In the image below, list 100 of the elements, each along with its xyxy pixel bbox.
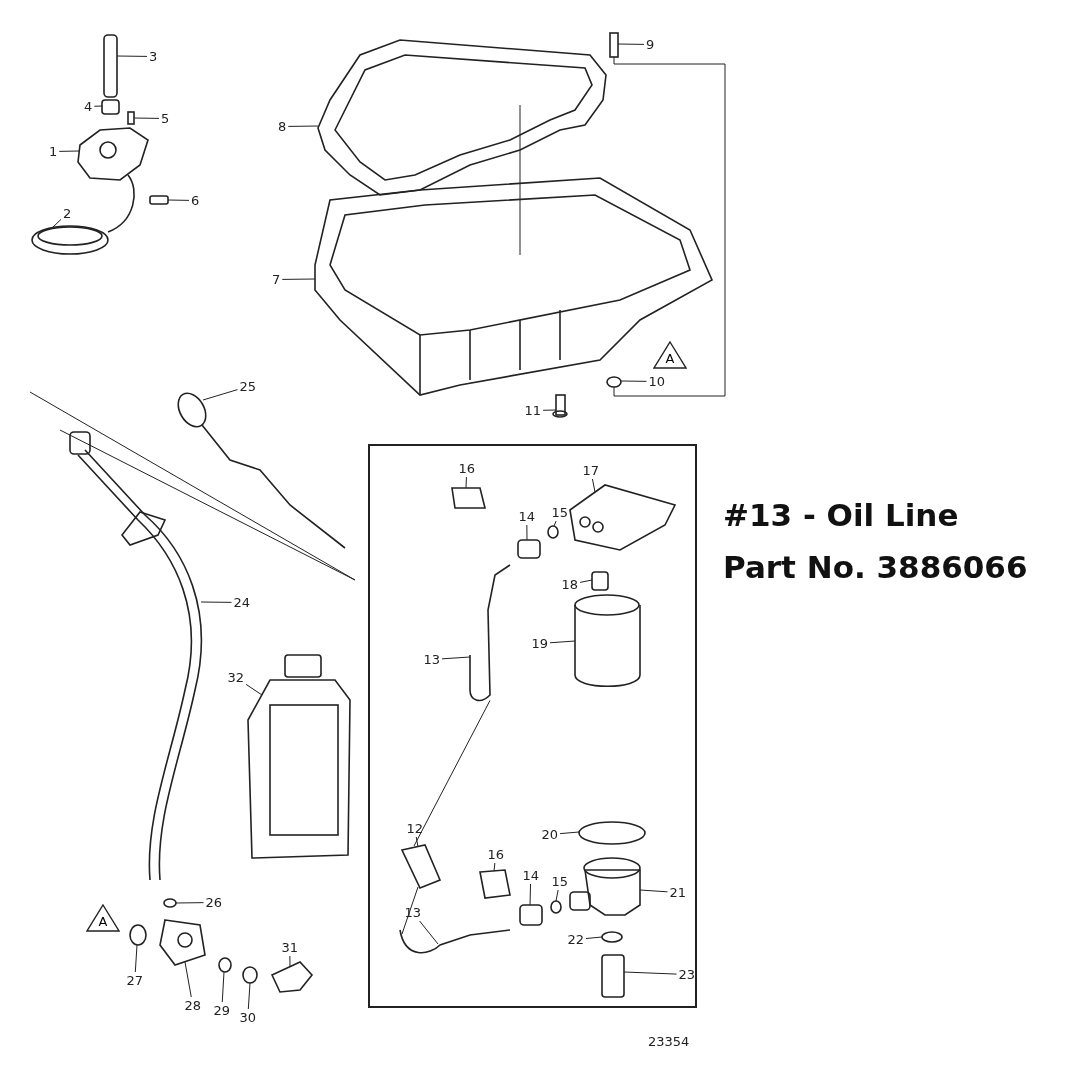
sleeve-drawing	[601, 954, 625, 998]
callout-number: 15	[551, 505, 569, 520]
callout-number: 13	[423, 652, 441, 667]
callout-number: 17	[582, 463, 600, 478]
leader-line	[415, 836, 419, 848]
leader-line	[202, 389, 238, 401]
washer-drawing	[606, 376, 622, 388]
leader-line	[555, 889, 559, 902]
bolt-drawing	[149, 195, 169, 205]
connector-line	[613, 56, 726, 397]
hose-drawing	[399, 929, 511, 954]
bolt-drawing	[609, 32, 619, 58]
leader-line	[200, 601, 232, 603]
callout-number: 29	[213, 1003, 231, 1018]
clamp-drawing	[451, 487, 487, 509]
leader-line	[529, 883, 532, 906]
dipstick-drawing	[177, 392, 346, 549]
leader-line	[493, 862, 496, 872]
callout-number: 9	[646, 37, 655, 52]
washer-drawing	[242, 966, 258, 984]
drain-plug-drawing	[270, 961, 314, 993]
leader-line	[287, 125, 319, 127]
callout-number: 1	[49, 144, 58, 159]
reference-triangle: A	[653, 341, 687, 369]
leader-line	[281, 278, 316, 280]
leader-line	[93, 105, 103, 107]
callout-number: 20	[541, 827, 559, 842]
leader-line	[526, 524, 528, 541]
callout-number: 11	[524, 403, 542, 418]
callout-number: 26	[205, 895, 223, 910]
part-number: Part No. 3886066	[723, 549, 1028, 585]
dipstick-tube-drawing	[69, 431, 203, 881]
leader-line	[245, 683, 263, 696]
leader-line	[116, 55, 148, 57]
o-ring-drawing	[547, 525, 559, 539]
leader-line	[58, 150, 80, 152]
callout-number: 25	[239, 379, 257, 394]
callout-number: 14	[522, 868, 540, 883]
clamp-drawing	[479, 869, 511, 899]
leader-line	[133, 117, 160, 119]
nipple-drawing	[591, 571, 609, 591]
leader-line	[441, 656, 471, 660]
leader-line	[617, 43, 645, 45]
oil-bottle-drawing	[247, 654, 351, 859]
pin-drawing	[127, 111, 135, 125]
washer-drawing	[129, 924, 147, 946]
callout-number: 13	[404, 905, 422, 920]
leader-line	[559, 831, 580, 835]
callout-number: 27	[126, 973, 144, 988]
leader-line	[289, 955, 291, 968]
washer-drawing	[218, 957, 232, 973]
callout-number: 6	[191, 193, 200, 208]
leader-line	[623, 971, 677, 975]
leader-line	[184, 961, 192, 998]
callout-number: 32	[227, 670, 245, 685]
callout-number: 7	[272, 272, 281, 287]
leader-line	[419, 920, 439, 945]
connector-line	[519, 104, 521, 256]
leader-line	[134, 944, 138, 973]
leader-line	[591, 478, 596, 493]
leader-line	[542, 409, 557, 411]
leader-line	[620, 380, 647, 382]
part-title: #13 - Oil Line	[723, 497, 959, 533]
callout-number: 28	[184, 998, 202, 1013]
gasket-drawing	[317, 39, 607, 196]
leader-line	[553, 520, 557, 527]
callout-number: 2	[63, 206, 72, 221]
callout-number: 24	[233, 595, 251, 610]
leader-line	[51, 218, 62, 229]
connector-line	[413, 699, 491, 847]
callout-number: 21	[669, 885, 687, 900]
callout-number: 19	[531, 636, 549, 651]
callout-number: 18	[561, 577, 579, 592]
fitting-drawing	[517, 539, 541, 559]
o-ring-drawing	[550, 900, 562, 914]
leader-line	[167, 199, 190, 201]
o-ring-drawing	[601, 931, 623, 943]
washer-drawing	[163, 898, 177, 908]
oil-pump-drawing	[77, 127, 149, 233]
bolt-drawing	[552, 394, 568, 418]
inset-frame	[368, 444, 697, 1008]
leader-line	[175, 902, 204, 904]
callout-number: 10	[648, 374, 666, 389]
callout-number: 5	[161, 111, 170, 126]
oil-filter-drawing	[574, 594, 641, 688]
filter-adapter-drawing	[569, 857, 641, 916]
leader-line	[465, 476, 467, 489]
reference-triangle: A	[86, 904, 120, 932]
pickup-drawing	[31, 225, 109, 255]
leader-line	[247, 982, 251, 1010]
leader-line	[549, 640, 576, 644]
callout-number: 3	[149, 49, 158, 64]
o-ring-drawing	[578, 821, 646, 845]
leader-line	[585, 936, 603, 939]
connector-line	[401, 886, 419, 935]
leader-line	[221, 971, 225, 1003]
callout-number: 15	[551, 874, 569, 889]
pipe-drawing	[103, 34, 118, 98]
leader-line	[639, 889, 668, 893]
fitting-drawing	[519, 904, 543, 926]
